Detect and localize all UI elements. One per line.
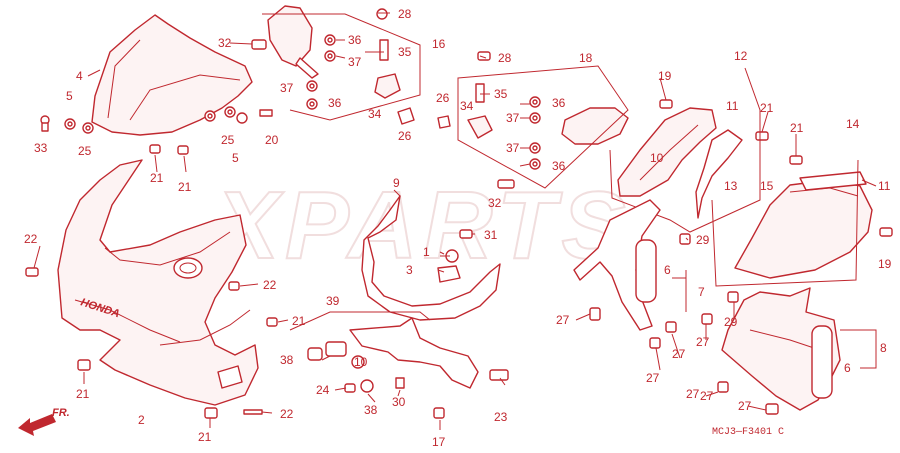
callout-label: 37 xyxy=(280,81,294,95)
leader-lines xyxy=(33,12,877,430)
callout-label: 19 xyxy=(658,69,672,83)
callout-label: 6 xyxy=(844,361,851,375)
callout-label: 27 xyxy=(696,335,710,349)
fasteners-screen xyxy=(40,106,273,155)
callout-label: 11 xyxy=(726,99,739,113)
callout-label: 21 xyxy=(198,430,212,444)
callout-label: 22 xyxy=(24,232,38,246)
callout-label: 27 xyxy=(738,399,752,413)
fasteners-cowl xyxy=(25,267,278,419)
callout-label: 19 xyxy=(878,257,892,271)
callout-label: 37 xyxy=(506,111,520,125)
callout-label: 8 xyxy=(880,341,887,355)
callout-label: 11 xyxy=(878,179,891,193)
callout-label: 36 xyxy=(552,159,566,173)
callout-label: 33 xyxy=(34,141,48,155)
callout-label: 17 xyxy=(432,435,446,449)
callout-label: 7 xyxy=(698,285,705,299)
inner-bracket xyxy=(573,199,691,349)
callout-label: 32 xyxy=(218,36,232,50)
callout-label: 30 xyxy=(392,395,406,409)
callout-label: 21 xyxy=(178,180,192,194)
callout-label: 22 xyxy=(263,278,277,292)
callout-label: 27 xyxy=(700,389,714,403)
callout-label: 24 xyxy=(316,383,330,397)
callout-label: 2 xyxy=(138,413,145,427)
callout-label: 16 xyxy=(432,37,446,51)
callout-label: 36 xyxy=(328,96,342,110)
callout-label: 12 xyxy=(734,49,748,63)
callout-label: 23 xyxy=(494,410,508,424)
front-arrow: FR. xyxy=(18,407,70,436)
callout-label: 27 xyxy=(672,347,686,361)
callout-label: 35 xyxy=(494,87,508,101)
callout-label: 29 xyxy=(696,233,710,247)
callout-label: 21 xyxy=(76,387,90,401)
callout-label: 36 xyxy=(348,33,362,47)
callout-label: 34 xyxy=(368,107,382,121)
callout-label: 3 xyxy=(406,263,413,277)
mirror-right xyxy=(437,51,629,189)
front-label: FR. xyxy=(52,407,70,419)
upper-cowl: HONDA xyxy=(57,159,259,406)
instrument-bracket xyxy=(289,311,509,419)
callout-label: 25 xyxy=(78,144,92,158)
callout-label: 32 xyxy=(488,196,502,210)
callout-label: 31 xyxy=(484,228,498,242)
callout-label: 35 xyxy=(398,45,412,59)
callout-label: 38 xyxy=(364,403,378,417)
diagram-code: MCJ3—F3401 C xyxy=(712,427,784,438)
callout-labels: 4 5 33 25 21 21 25 5 20 32 28 36 35 16 3… xyxy=(24,7,892,449)
callout-label: 9 xyxy=(393,176,400,190)
callout-label: 38 xyxy=(280,353,294,367)
callout-label: 26 xyxy=(398,129,412,143)
watermark: XPARTS xyxy=(210,172,632,279)
callout-label: 39 xyxy=(326,294,340,308)
mirror-left xyxy=(251,5,421,125)
callout-label: 1 xyxy=(423,245,430,259)
callout-label: 27 xyxy=(686,387,700,401)
callout-label: 26 xyxy=(436,91,450,105)
callout-label: 25 xyxy=(221,133,235,147)
fairing-stay xyxy=(361,195,501,321)
callout-label: 22 xyxy=(280,407,294,421)
callout-label: 6 xyxy=(664,263,671,277)
callout-label: 21 xyxy=(292,314,306,328)
callout-label: 28 xyxy=(398,7,412,21)
callout-label: 10 xyxy=(354,355,368,369)
callout-label: 5 xyxy=(66,89,73,103)
callout-label: 18 xyxy=(579,51,593,65)
callout-label: 37 xyxy=(506,141,520,155)
callout-label: 21 xyxy=(760,101,774,115)
callout-label: 37 xyxy=(348,55,362,69)
callout-label: 34 xyxy=(460,99,474,113)
callout-label: 14 xyxy=(846,117,860,131)
callout-label: 10 xyxy=(650,151,664,165)
callout-label: 4 xyxy=(76,69,83,83)
callout-label: 29 xyxy=(724,315,738,329)
callout-label: 27 xyxy=(556,313,570,327)
windscreen xyxy=(91,14,253,136)
middle-cowl xyxy=(711,159,893,287)
callout-label: 13 xyxy=(724,179,738,193)
lower-cowl xyxy=(701,287,841,415)
callout-label: 27 xyxy=(646,371,660,385)
callout-label: 15 xyxy=(760,179,774,193)
callout-label: 21 xyxy=(790,121,804,135)
callout-label: 20 xyxy=(265,133,279,147)
callout-label: 28 xyxy=(498,51,512,65)
callout-label: 36 xyxy=(552,96,566,110)
callout-label: 5 xyxy=(232,151,239,165)
callout-label: 21 xyxy=(150,171,164,185)
